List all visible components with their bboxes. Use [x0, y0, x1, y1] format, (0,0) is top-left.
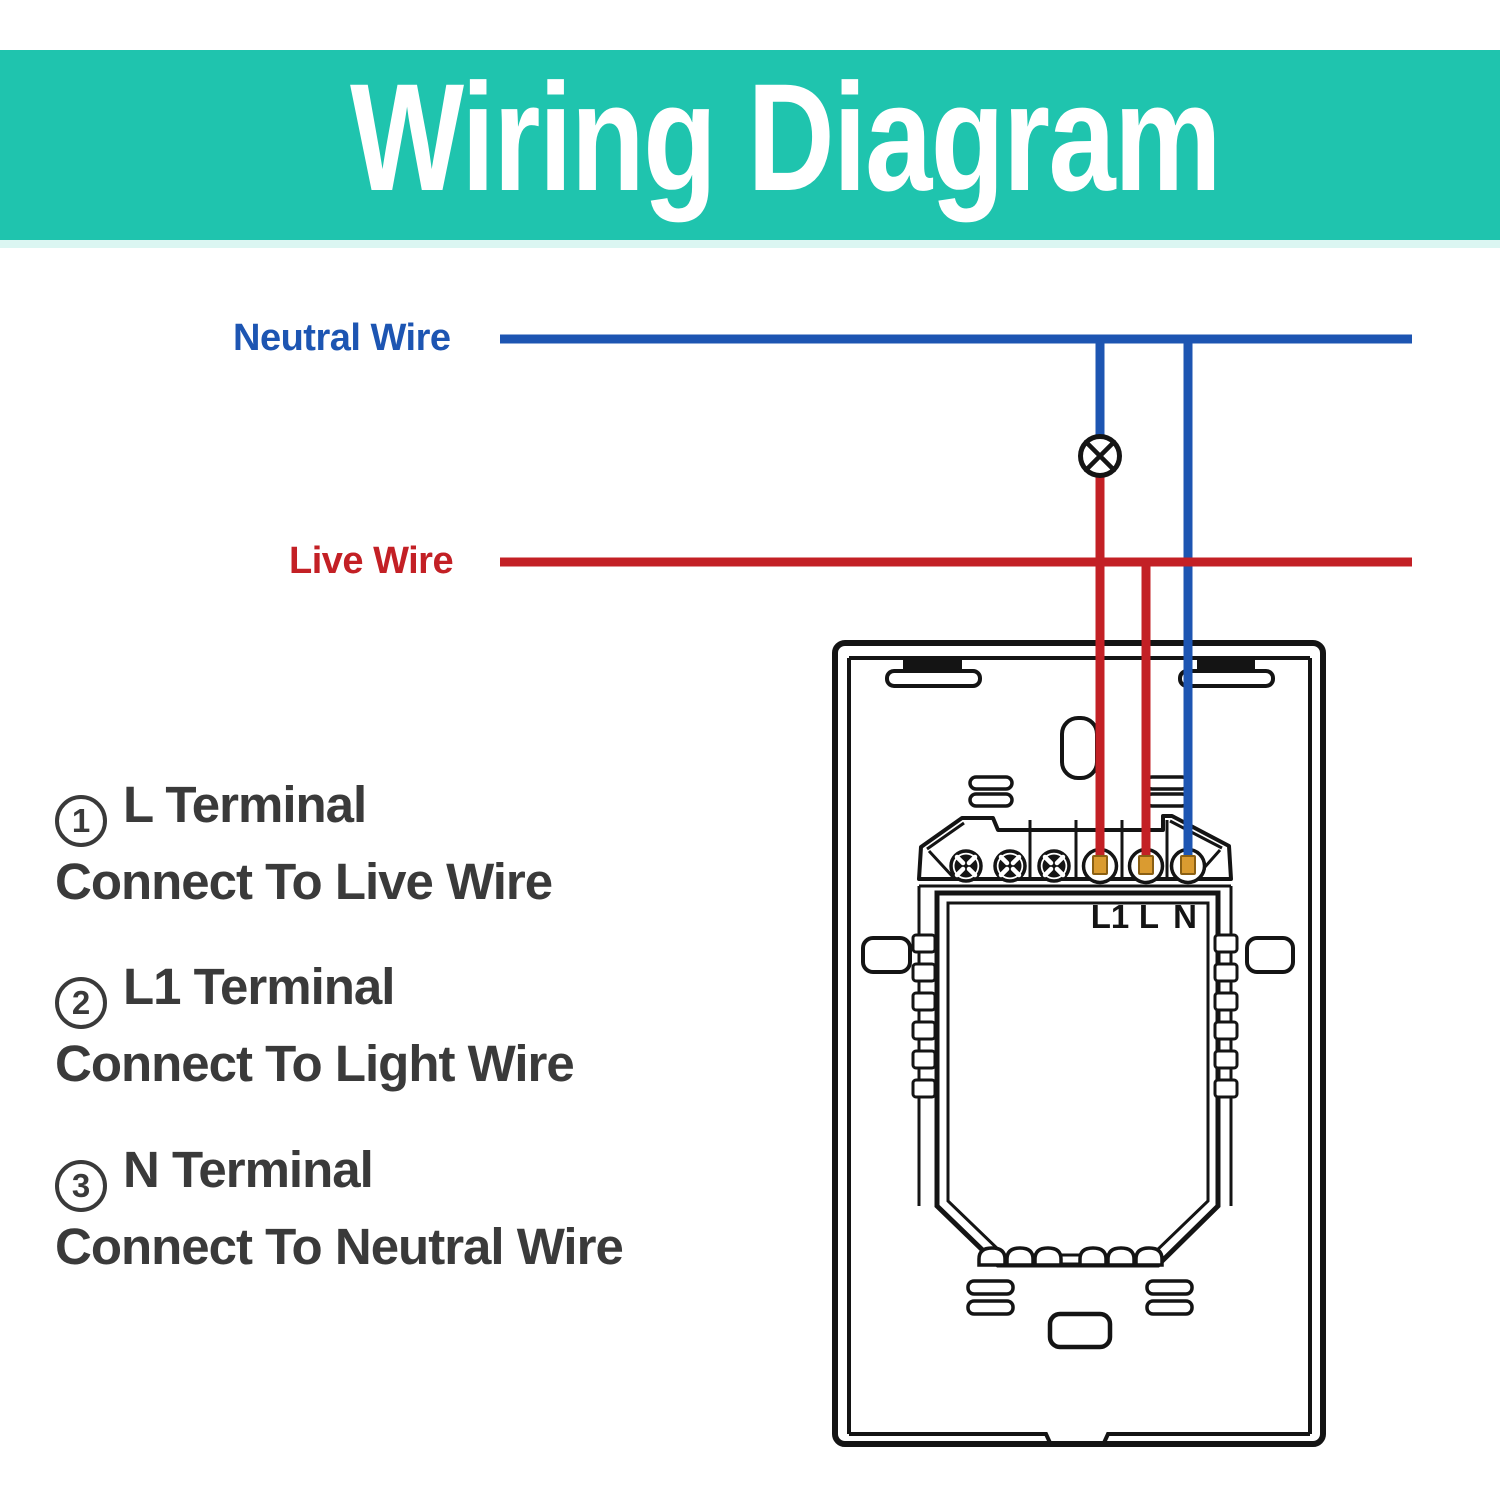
- annotation-n-terminal: 3 N Terminal Connect To Neutral Wire: [55, 1135, 624, 1282]
- annotation-l-terminal: 1 L Terminal Connect To Live Wire: [55, 770, 553, 917]
- neutral-wire-label: Neutral Wire: [233, 317, 451, 359]
- bottom-pins: [977, 1246, 1164, 1267]
- wires: [500, 334, 1412, 861]
- annotation-description: Connect To Light Wire: [55, 1034, 575, 1092]
- circled-number-3: 3: [55, 1159, 107, 1212]
- lamp-icon: [1078, 434, 1122, 478]
- annotation-title-row: 2 L1 Terminal: [55, 952, 574, 1029]
- circled-number-2: 2: [55, 976, 107, 1029]
- switch-inner-frame: [847, 656, 1312, 1447]
- mount-tab-left: [903, 659, 962, 670]
- terminal-label-n: N: [1173, 898, 1197, 935]
- side-hole-left: [861, 936, 912, 974]
- vents-top: [968, 775, 1190, 808]
- terminal-label-l1: L1: [1091, 898, 1130, 935]
- mount-tab-right: [1197, 659, 1255, 670]
- annotation-title: L Terminal: [123, 776, 367, 833]
- page-title: Wiring Diagram: [349, 51, 1222, 223]
- annotation-description: Connect To Live Wire: [55, 852, 553, 910]
- terminal-contacts: [1092, 855, 1196, 875]
- live-wire-label: Live Wire: [289, 540, 454, 582]
- side-notch-strips: [911, 933, 1239, 1099]
- smart-switch-outline: [832, 640, 1326, 1447]
- screw-terminals: [949, 849, 1071, 883]
- terminal-label-l: L: [1139, 898, 1159, 935]
- mount-slot-right: [1178, 669, 1275, 688]
- annotation-title-row: 3 N Terminal: [55, 1135, 623, 1212]
- body-inner: [946, 901, 1210, 1257]
- annotation-title: N Terminal: [123, 1141, 374, 1198]
- mount-slot-left: [885, 669, 982, 688]
- body-outer: [934, 890, 1221, 1268]
- side-hole-right: [1245, 936, 1295, 974]
- annotation-l1-terminal: 2 L1 Terminal Connect To Light Wire: [55, 952, 575, 1099]
- annotation-title-row: 1 L Terminal: [55, 770, 552, 847]
- circled-number-1: 1: [55, 794, 107, 847]
- switch-outer-frame: [832, 640, 1326, 1447]
- center-slot-top: [1060, 716, 1099, 780]
- header-band: Wiring Diagram: [0, 50, 1500, 248]
- vents-bottom: [966, 1279, 1194, 1316]
- center-slot-bottom: [1047, 1311, 1113, 1350]
- annotation-description: Connect To Neutral Wire: [55, 1217, 624, 1275]
- terminal-block-details: [926, 819, 1223, 879]
- annotation-title: L1 Terminal: [123, 958, 395, 1015]
